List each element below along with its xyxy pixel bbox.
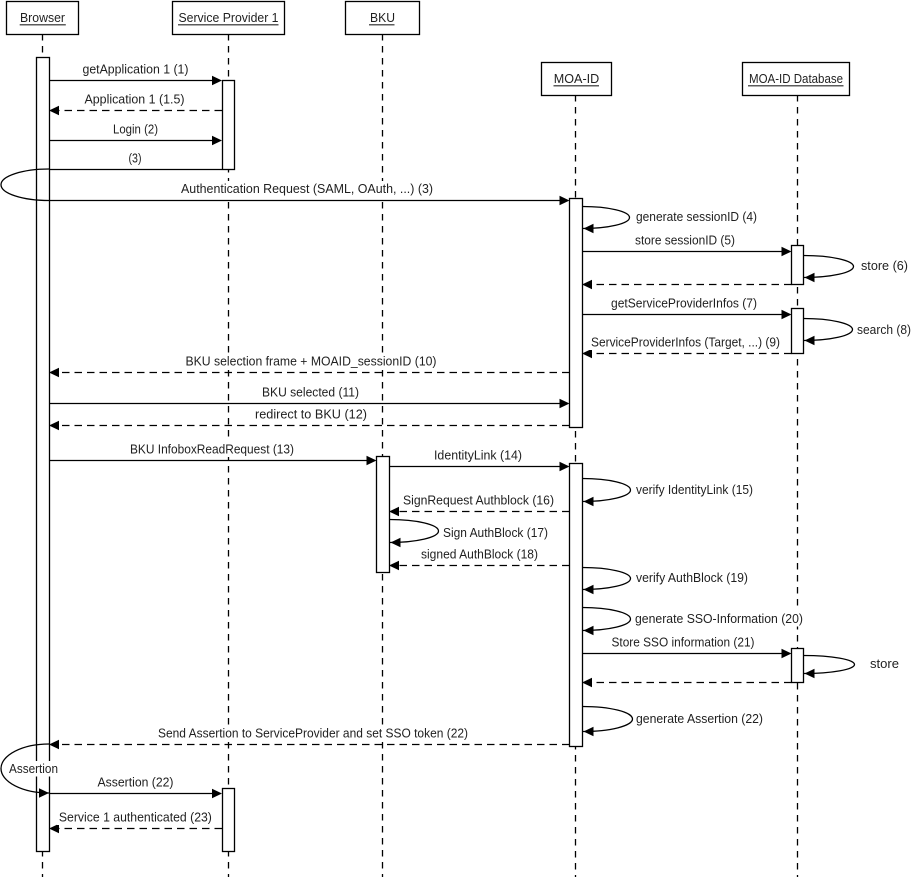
- svg-text:Sign AuthBlock (17): Sign AuthBlock (17): [443, 525, 548, 540]
- svg-text:getApplication 1 (1): getApplication 1 (1): [83, 62, 189, 77]
- svg-text:store sessionID (5): store sessionID (5): [635, 233, 735, 248]
- svg-text:redirect to BKU (12): redirect to BKU (12): [255, 407, 367, 422]
- svg-text:search (8): search (8): [857, 322, 911, 337]
- svg-text:getServiceProviderInfos (7): getServiceProviderInfos (7): [611, 296, 757, 311]
- svg-text:Login (2): Login (2): [113, 122, 158, 137]
- svg-text:BKU InfoboxReadRequest (13): BKU InfoboxReadRequest (13): [130, 442, 294, 457]
- svg-text:store (6): store (6): [861, 258, 908, 273]
- svg-text:Assertion: Assertion: [9, 761, 58, 776]
- svg-text:generate Assertion (22): generate Assertion (22): [636, 711, 763, 726]
- svg-text:Application 1 (1.5): Application 1 (1.5): [85, 92, 185, 107]
- svg-text:Browser: Browser: [20, 10, 66, 25]
- svg-text:BKU: BKU: [370, 10, 395, 25]
- svg-text:MOA-ID Database: MOA-ID Database: [749, 71, 843, 86]
- svg-text:ServiceProviderInfos (Target,: ServiceProviderInfos (Target, ...) (9): [591, 335, 780, 350]
- svg-text:signed AuthBlock (18): signed AuthBlock (18): [421, 547, 538, 562]
- svg-text:generate sessionID (4): generate sessionID (4): [636, 209, 757, 224]
- svg-text:Store SSO information (21): Store SSO information (21): [612, 635, 755, 650]
- svg-text:IdentityLink (14): IdentityLink (14): [434, 448, 522, 463]
- svg-text:(3): (3): [129, 151, 142, 166]
- svg-text:store: store: [870, 656, 899, 671]
- svg-text:Assertion (22): Assertion (22): [98, 775, 174, 790]
- svg-text:SignRequest Authblock (16): SignRequest Authblock (16): [403, 493, 554, 508]
- svg-text:BKU selected (11): BKU selected (11): [262, 385, 359, 400]
- svg-text:Service Provider 1: Service Provider 1: [179, 10, 279, 25]
- svg-text:Send Assertion to ServiceProvi: Send Assertion to ServiceProvider and se…: [158, 726, 468, 741]
- svg-text:generate SSO-Information (20): generate SSO-Information (20): [635, 611, 803, 626]
- svg-text:Service 1 authenticated (23): Service 1 authenticated (23): [59, 810, 212, 825]
- svg-text:Authentication Request (SAML,: Authentication Request (SAML, OAuth, ...…: [181, 181, 433, 196]
- svg-text:BKU selection frame + MOAID_se: BKU selection frame + MOAID_sessionID (1…: [186, 354, 437, 369]
- svg-text:verify AuthBlock (19): verify AuthBlock (19): [636, 570, 748, 585]
- svg-text:verify IdentityLink (15): verify IdentityLink (15): [636, 482, 753, 497]
- svg-text:MOA-ID: MOA-ID: [554, 71, 600, 86]
